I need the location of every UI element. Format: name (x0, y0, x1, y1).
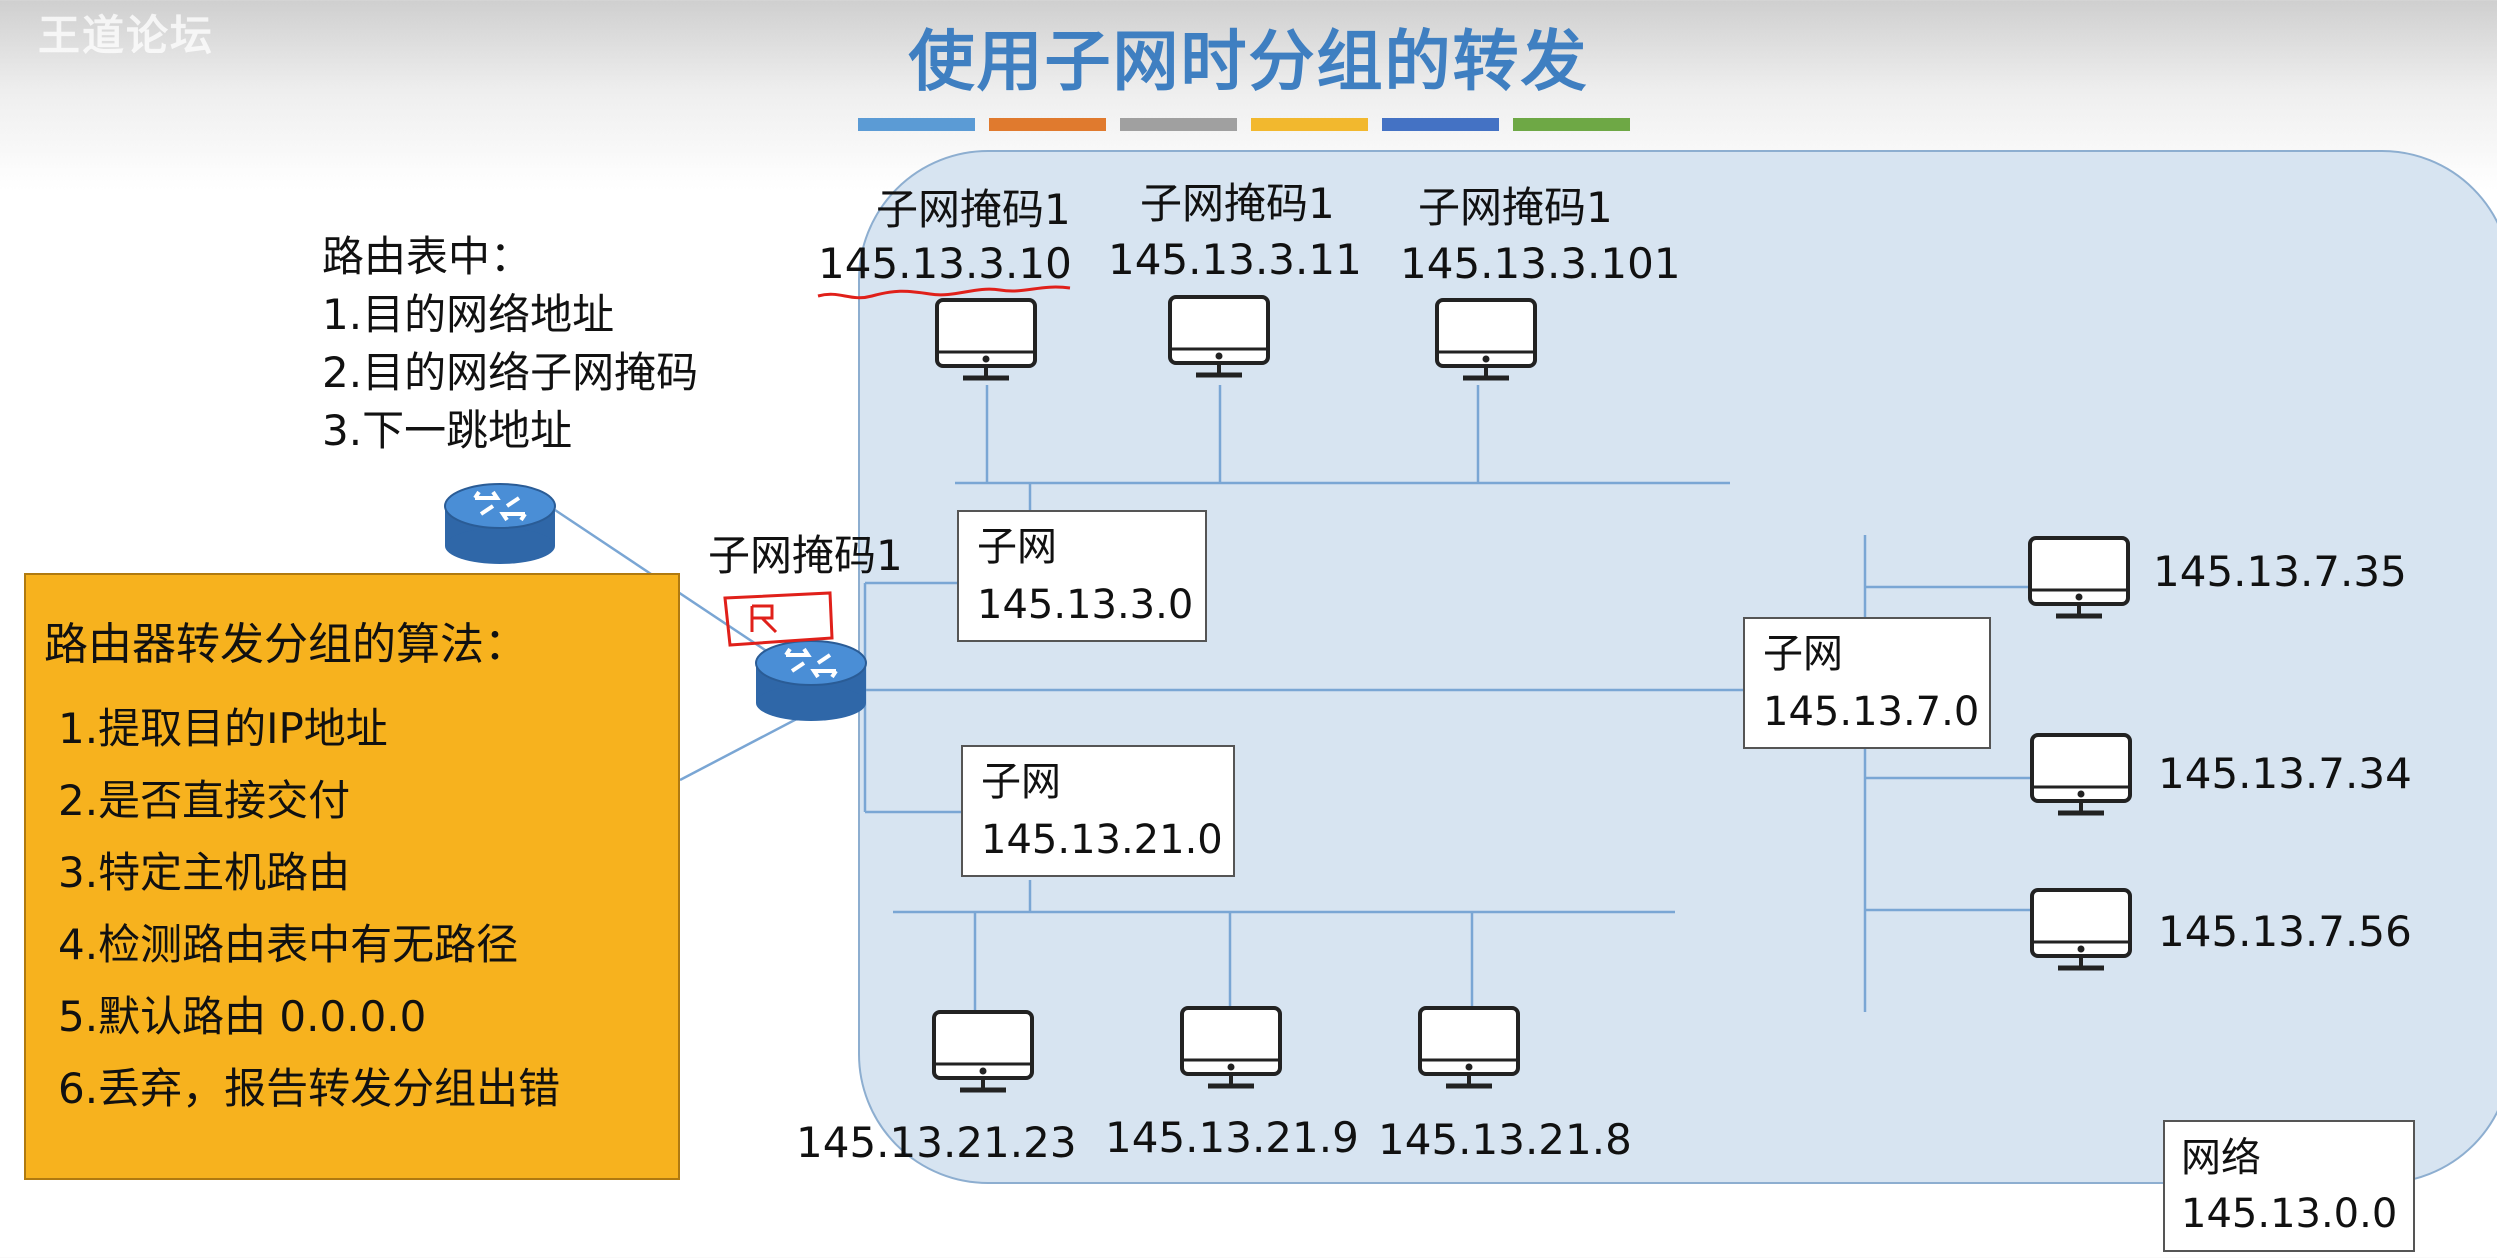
host-ip-label: 145.13.3.11 (1108, 235, 1362, 284)
color-bar (1513, 118, 1630, 131)
network-area (858, 150, 2497, 1184)
subnet-label: 子网 (977, 524, 1057, 570)
host-mask-label: 子网掩码1 (1140, 179, 1335, 228)
algorithm-step: 2.是否直接交付 (58, 776, 351, 825)
subnet-label: 子网 (1763, 631, 1843, 677)
computer-monitor-icon (2032, 735, 2130, 813)
network-label: 网络 (2181, 1135, 2261, 1181)
computer-monitor-icon (1420, 1008, 1518, 1086)
color-bar (989, 118, 1106, 131)
host-ip-label: 145.13.7.34 (2158, 749, 2412, 798)
color-bars (858, 118, 1630, 131)
routing-note-item: 2.目的网络子网掩码 (322, 348, 699, 397)
host-mask-label: 子网掩码1 (876, 185, 1071, 234)
routing-table-note: 路由表中： 1.目的网络地址 2.目的网络子网掩码 3.下一跳地址 (322, 228, 698, 460)
computer-monitor-icon (2032, 890, 2130, 968)
host-ip-label: 145.13.21.9 (1105, 1113, 1359, 1162)
algorithm-title: 路由器转发分组的算法： (44, 619, 528, 670)
subnet-box: 子网 145.13.7.0 (1743, 617, 1991, 749)
computer-monitor-icon (937, 300, 1035, 378)
host-ip-label: 145.13.7.56 (2158, 907, 2412, 956)
host-ip-label: 145.13.21.8 (1378, 1115, 1632, 1164)
algorithm-step: 6.丢弃，报告转发分组出错 (58, 1064, 561, 1113)
forwarding-algorithm-box: 路由器转发分组的算法： 1.提取目的IP地址 2.是否直接交付 3.特定主机路由… (24, 573, 680, 1180)
slide-title: 使用子网时分组的转发 (908, 23, 1589, 100)
subnet-label: 子网 (981, 759, 1061, 805)
computer-monitor-icon (2030, 538, 2128, 616)
host-ip-label: 145.13.7.35 (2153, 547, 2407, 596)
subnet-address: 145.13.21.0 (981, 817, 1223, 863)
underline-annotation (817, 285, 1071, 300)
algorithm-step: 5.默认路由 0.0.0.0 (58, 992, 427, 1041)
routing-note-item: 3.下一跳地址 (322, 406, 573, 455)
color-bar (858, 118, 975, 131)
network-address: 145.13.0.0 (2181, 1191, 2398, 1237)
network-box: 网络 145.13.0.0 (2163, 1120, 2416, 1252)
color-bar (1251, 118, 1368, 131)
color-bar (1382, 118, 1499, 131)
link-lines (554, 385, 2030, 1012)
host-ip-label: 145.13.3.10 (818, 239, 1072, 288)
watermark: 王道论坛 (38, 11, 215, 60)
color-bar (1120, 118, 1237, 131)
routing-note-item: 1.目的网络地址 (322, 290, 615, 339)
algorithm-step: 1.提取目的IP地址 (58, 704, 388, 753)
router-mask-label: 子网掩码1 (708, 531, 903, 580)
host-mask-label: 子网掩码1 (1418, 183, 1613, 232)
computer-monitor-icon (1170, 297, 1268, 375)
routing-note-heading: 路由表中： (322, 232, 533, 281)
subnet-address: 145.13.3.0 (977, 582, 1194, 628)
router-icon (754, 639, 868, 723)
computer-monitor-icon (1437, 300, 1535, 378)
host-ip-label: 145.13.21.23 (796, 1118, 1077, 1167)
subnet-box: 子网 145.13.3.0 (957, 510, 1207, 642)
computer-monitor-icon (934, 1012, 1032, 1090)
algorithm-step: 3.特定主机路由 (58, 848, 351, 897)
algorithm-step: 4.检测路由表中有无路径 (58, 920, 519, 969)
host-ip-label: 145.13.3.101 (1400, 239, 1681, 288)
subnet-box: 子网 145.13.21.0 (961, 745, 1235, 877)
handwritten-annotation (723, 591, 834, 647)
router-link (679, 710, 811, 782)
subnet-address: 145.13.7.0 (1763, 689, 1980, 735)
computer-monitor-icon (1182, 1008, 1280, 1086)
router-icon (443, 482, 557, 566)
